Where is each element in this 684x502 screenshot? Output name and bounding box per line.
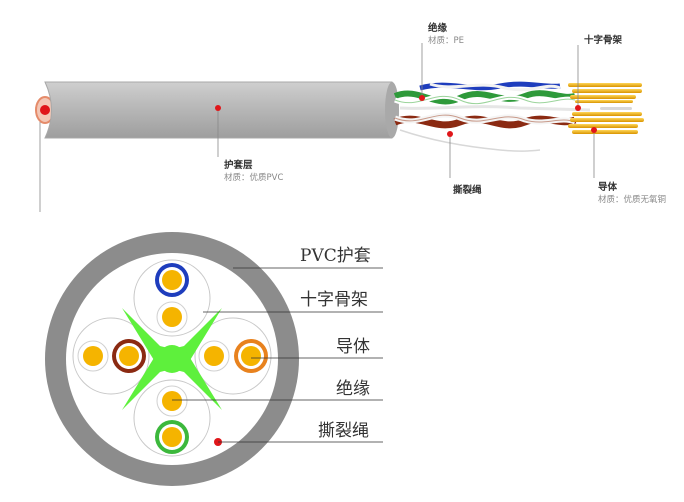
label-ripcord-title: 撕裂绳	[453, 184, 482, 196]
pair-group-outlines	[72, 259, 272, 457]
label-cross-title: 十字骨架	[584, 34, 623, 46]
twisted-pair-brown	[393, 112, 577, 129]
label-cross-filler: 十字骨架	[300, 290, 368, 310]
ripcord-strand	[399, 129, 541, 152]
label-insulation: 绝缘	[336, 379, 370, 399]
label-jacket-material: 材质：优质PVC	[224, 172, 283, 183]
label-insulation-title: 绝缘	[428, 22, 448, 34]
label-ripcord: 撕裂绳	[318, 421, 369, 441]
pair-brown	[77, 339, 146, 373]
jacket-marker	[215, 105, 221, 111]
ripcord-marker	[447, 131, 453, 137]
conductor-marker	[591, 127, 597, 133]
twisted-pair-blue	[419, 81, 561, 92]
label-pvc-jacket: PVC护套	[300, 246, 371, 266]
pair-blue	[155, 263, 189, 333]
pair-green	[155, 385, 189, 454]
cross-marker	[575, 105, 581, 111]
cable-jacket	[44, 81, 399, 139]
pair-orange	[198, 339, 268, 373]
label-insulation-material: 材质：PE	[428, 35, 464, 46]
cable-side-view: 绝缘 材质：PE 十字骨架 护套层 材质：优质PVC 撕裂绳 导体 材质：优质无…	[35, 22, 666, 212]
cross-filler	[122, 308, 222, 410]
label-conductor-material: 材质：优质无氧铜	[598, 194, 666, 205]
label-conductor: 导体	[336, 337, 370, 357]
label-jacket-title: 护套层	[224, 159, 253, 171]
cable-cross-section: PVC护套 十字骨架 导体 绝缘 撕裂绳	[45, 232, 383, 486]
label-conductor-title: 导体	[598, 181, 618, 193]
copper-conductors	[568, 83, 644, 134]
cross-filler-strand	[399, 105, 591, 112]
insulation-marker	[419, 95, 425, 101]
